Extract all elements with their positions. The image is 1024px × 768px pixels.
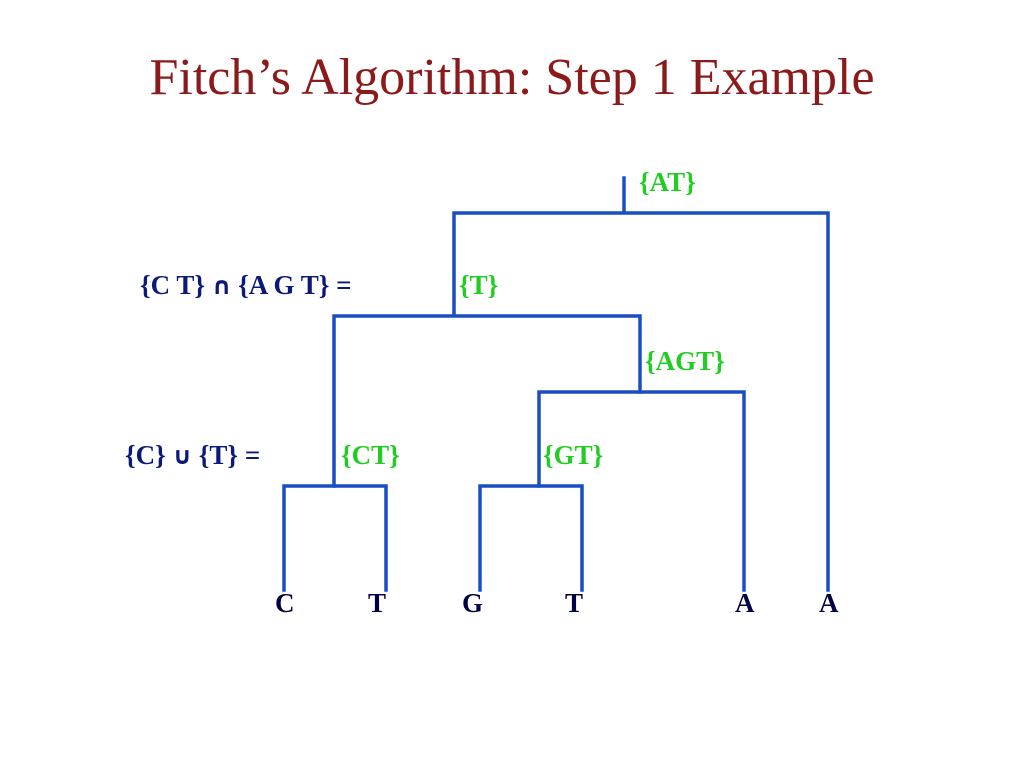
leaf-label: A — [735, 588, 755, 618]
intersection-right-set: {A G T} = — [231, 270, 352, 300]
union-right-set: {T} = — [192, 440, 261, 470]
leaf-label: C — [275, 588, 295, 618]
intersection-left-set: {C T} — [140, 270, 212, 300]
leaf-label: T — [368, 588, 387, 618]
agt-set-label: {AGT} — [645, 346, 725, 376]
intersection-equation: {C T} ∩ {A G T} = — [140, 272, 352, 299]
root-set-label: {AT} — [639, 167, 696, 197]
union-left-set: {C} — [125, 440, 173, 470]
t-set-label: {T} — [459, 270, 499, 300]
union-equation: {C} ∪ {T} = — [125, 442, 260, 469]
ct-node-branch — [282, 484, 388, 592]
gt-node-branch — [478, 484, 584, 592]
agt-node-branch — [537, 390, 746, 592]
t-node-branch — [332, 314, 642, 488]
intersection-symbol: ∩ — [211, 272, 232, 300]
leaf-label: G — [462, 588, 484, 618]
slide-title: Fitch’s Algorithm: Step 1 Example — [149, 49, 875, 106]
root-branch — [452, 211, 830, 592]
gt-set-label: {GT} — [543, 440, 604, 470]
union-symbol: ∪ — [172, 442, 193, 470]
leaf-label: A — [819, 588, 839, 618]
ct-set-label: {CT} — [341, 440, 400, 470]
leaf-label: T — [565, 588, 584, 618]
